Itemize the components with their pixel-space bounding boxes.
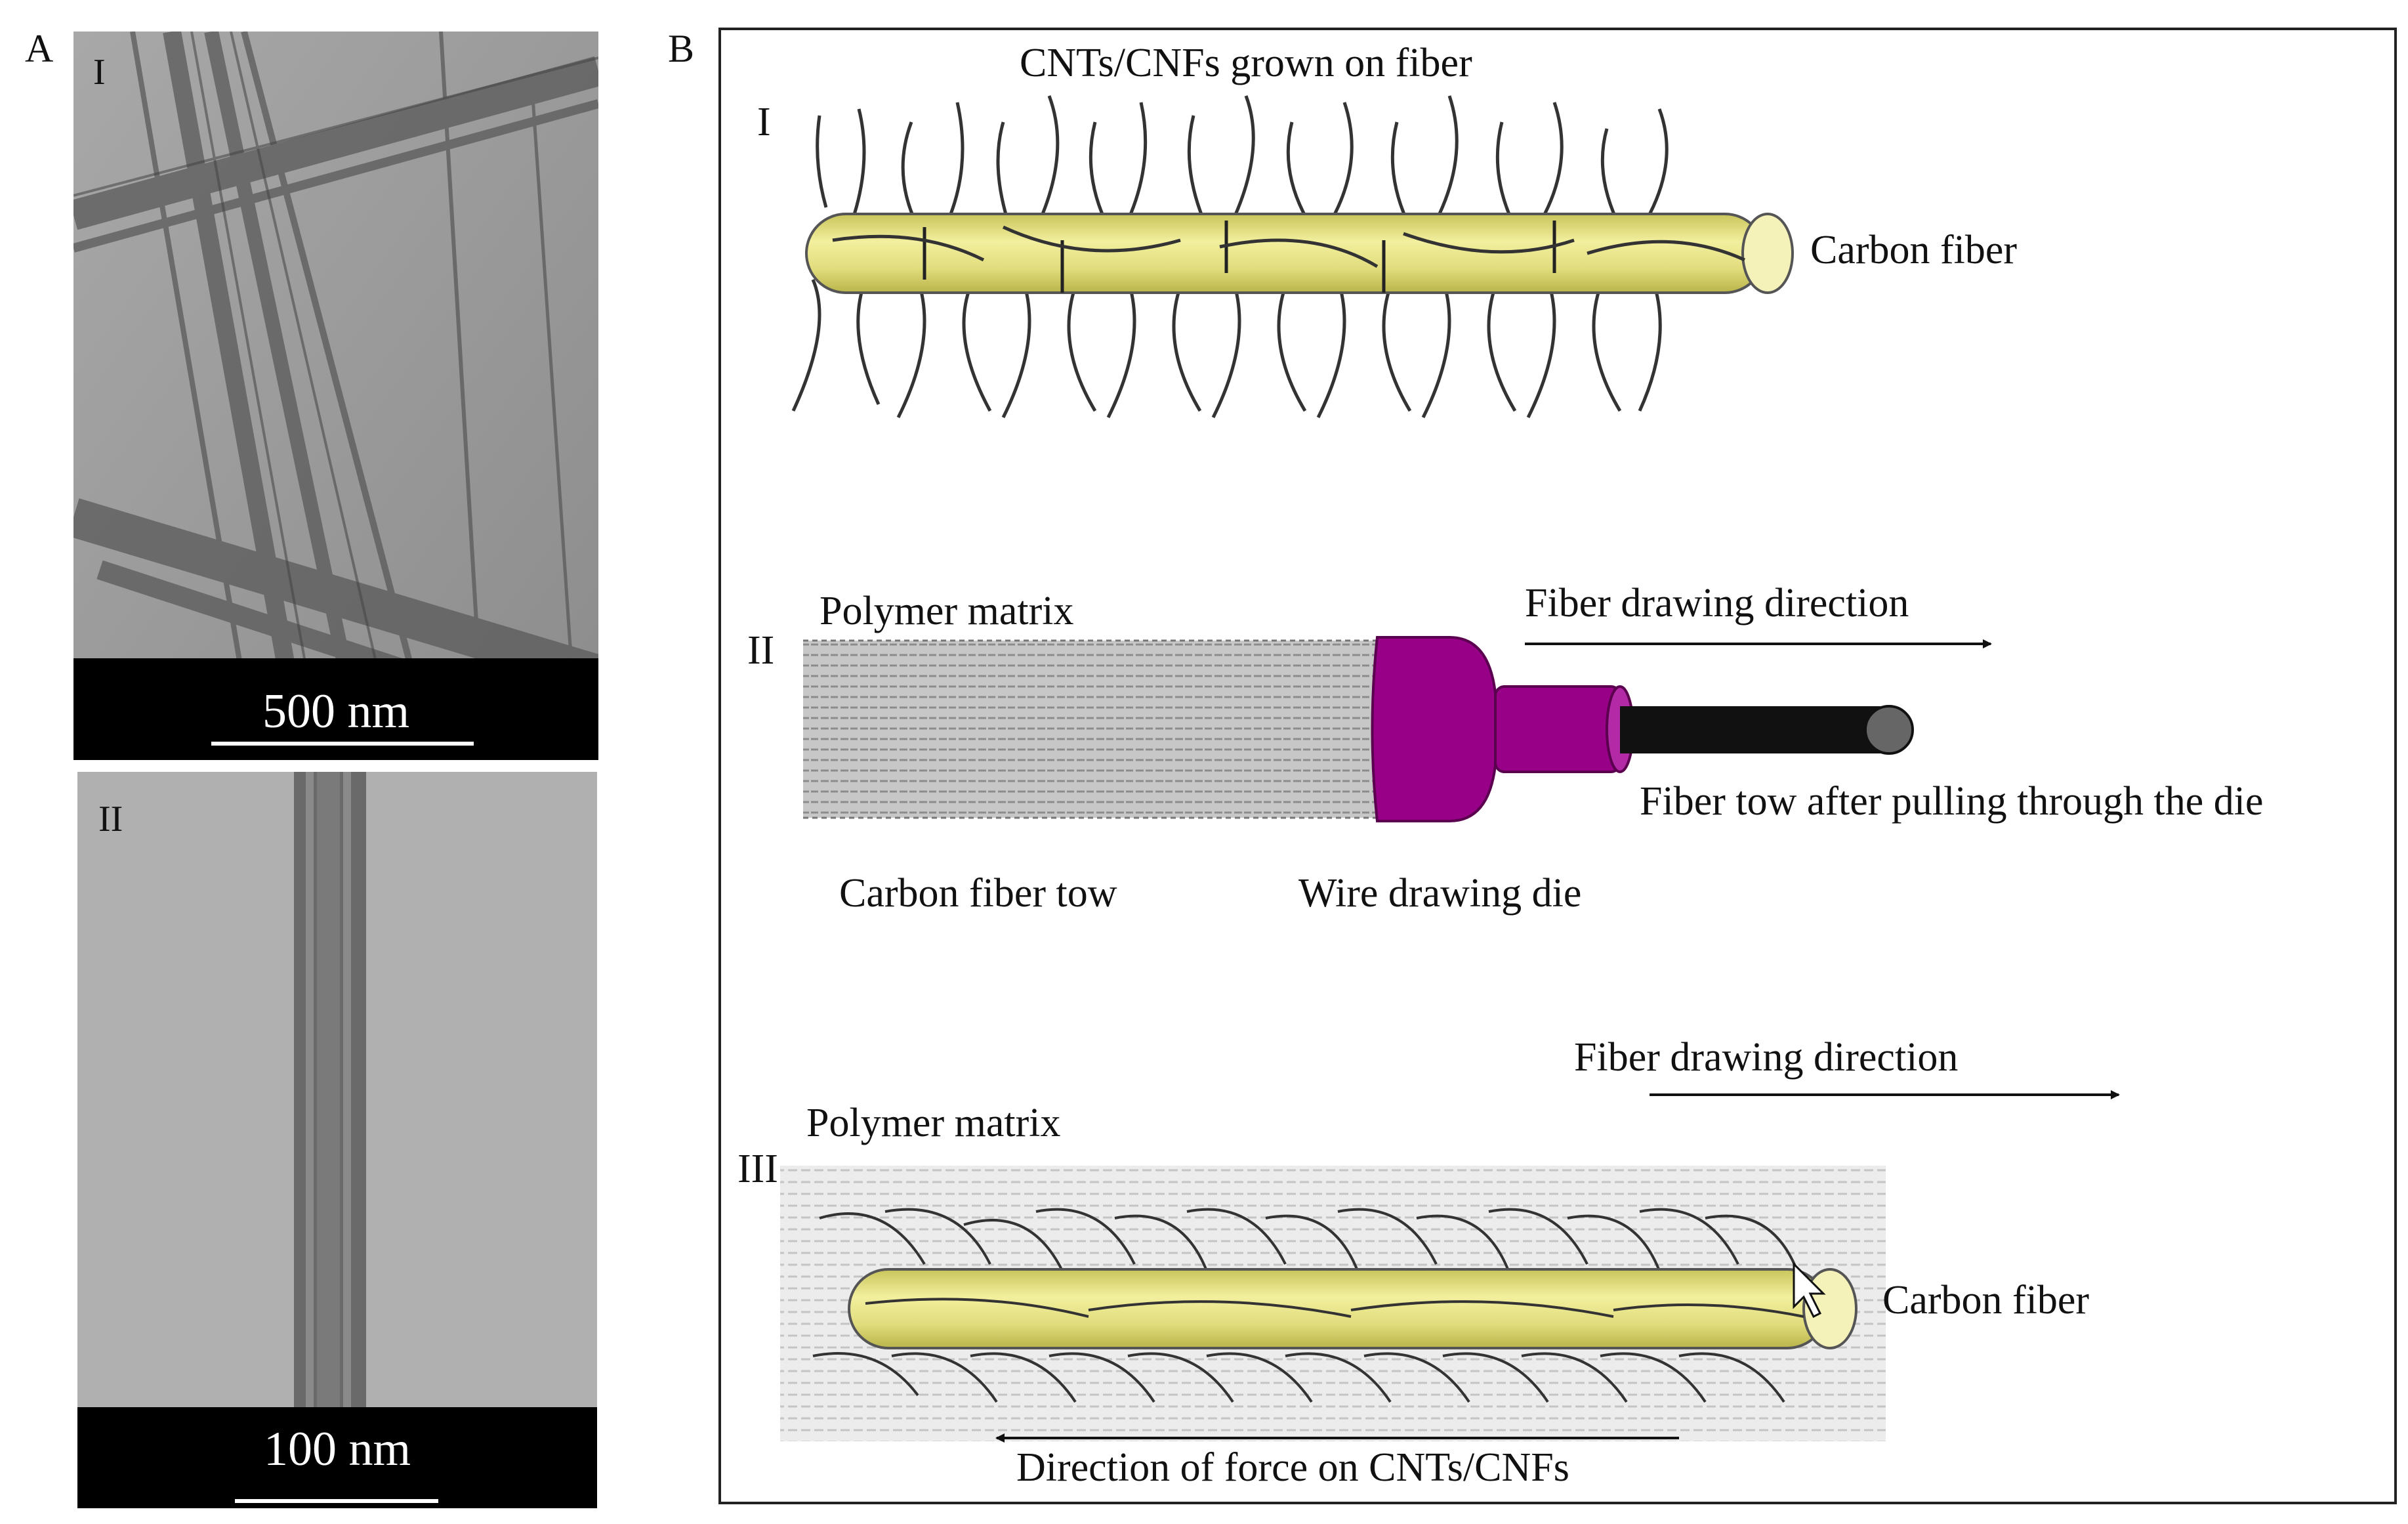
die-neck bbox=[1494, 685, 1621, 773]
sub3-force-label: Direction of force on CNTs/CNFs bbox=[1016, 1445, 1569, 1490]
sub2-direction-label: Fiber drawing direction bbox=[1525, 581, 1909, 625]
wire-drawing-die bbox=[1371, 636, 1497, 822]
carbon-fiber-3 bbox=[848, 1268, 1828, 1349]
sub2-roman: II bbox=[747, 628, 775, 673]
tem-micrograph-1: 500 nm I bbox=[73, 32, 598, 760]
panel-b-frame: I CNTs/CNFs grown on fiber Carbon fiber … bbox=[718, 28, 2397, 1504]
sub3-fiber-label: Carbon fiber bbox=[1882, 1278, 2090, 1323]
sub1-fiber-label: Carbon fiber bbox=[1810, 228, 2018, 272]
scale-label-2: 100 nm bbox=[263, 1422, 411, 1476]
sub2-tow-after-label: Fiber tow after pulling through the die bbox=[1640, 779, 2264, 824]
carbon-fiber-tow bbox=[803, 641, 1380, 818]
sub2-tow-label: Carbon fiber tow bbox=[839, 871, 1117, 916]
sub1-title: CNTs/CNFs grown on fiber bbox=[1020, 41, 1472, 85]
tem-image-2 bbox=[77, 772, 597, 1508]
cnt-strands-3 bbox=[812, 1208, 1798, 1403]
tem-image-1: 500 nm bbox=[73, 32, 598, 760]
sub3-direction-label: Fiber drawing direction bbox=[1574, 1035, 1959, 1080]
micrograph-1-roman: I bbox=[93, 52, 106, 93]
panel-a-letter: A bbox=[25, 27, 54, 70]
scale-label-1: 500 nm bbox=[262, 685, 409, 738]
cnt-inner-lines-3 bbox=[865, 1298, 1804, 1318]
cnt-strands-top bbox=[816, 95, 1669, 228]
carbon-fiber-1-end bbox=[1741, 213, 1794, 294]
panel-b-letter: B bbox=[668, 27, 695, 70]
sub3-roman: III bbox=[737, 1147, 778, 1191]
sub2-die-label: Wire drawing die bbox=[1298, 871, 1582, 916]
fiber-tow-after-die bbox=[1620, 706, 1889, 753]
sub1-roman: I bbox=[757, 100, 771, 144]
micrograph-2-roman: II bbox=[98, 799, 123, 839]
tem-micrograph-2: 100 nm II bbox=[77, 772, 597, 1508]
cursor-icon bbox=[1793, 1261, 1826, 1319]
carbon-fiber-1 bbox=[805, 213, 1766, 294]
scale-bar-2 bbox=[235, 1499, 438, 1503]
cnt-strands-bottom bbox=[791, 279, 1662, 419]
cnt-crossing-lines bbox=[832, 225, 1746, 268]
scale-bar-1 bbox=[211, 742, 474, 746]
sub3-matrix-label: Polymer matrix bbox=[806, 1101, 1061, 1145]
panel-b-diagram bbox=[780, 95, 2120, 1443]
sub2-matrix-label: Polymer matrix bbox=[820, 589, 1074, 633]
